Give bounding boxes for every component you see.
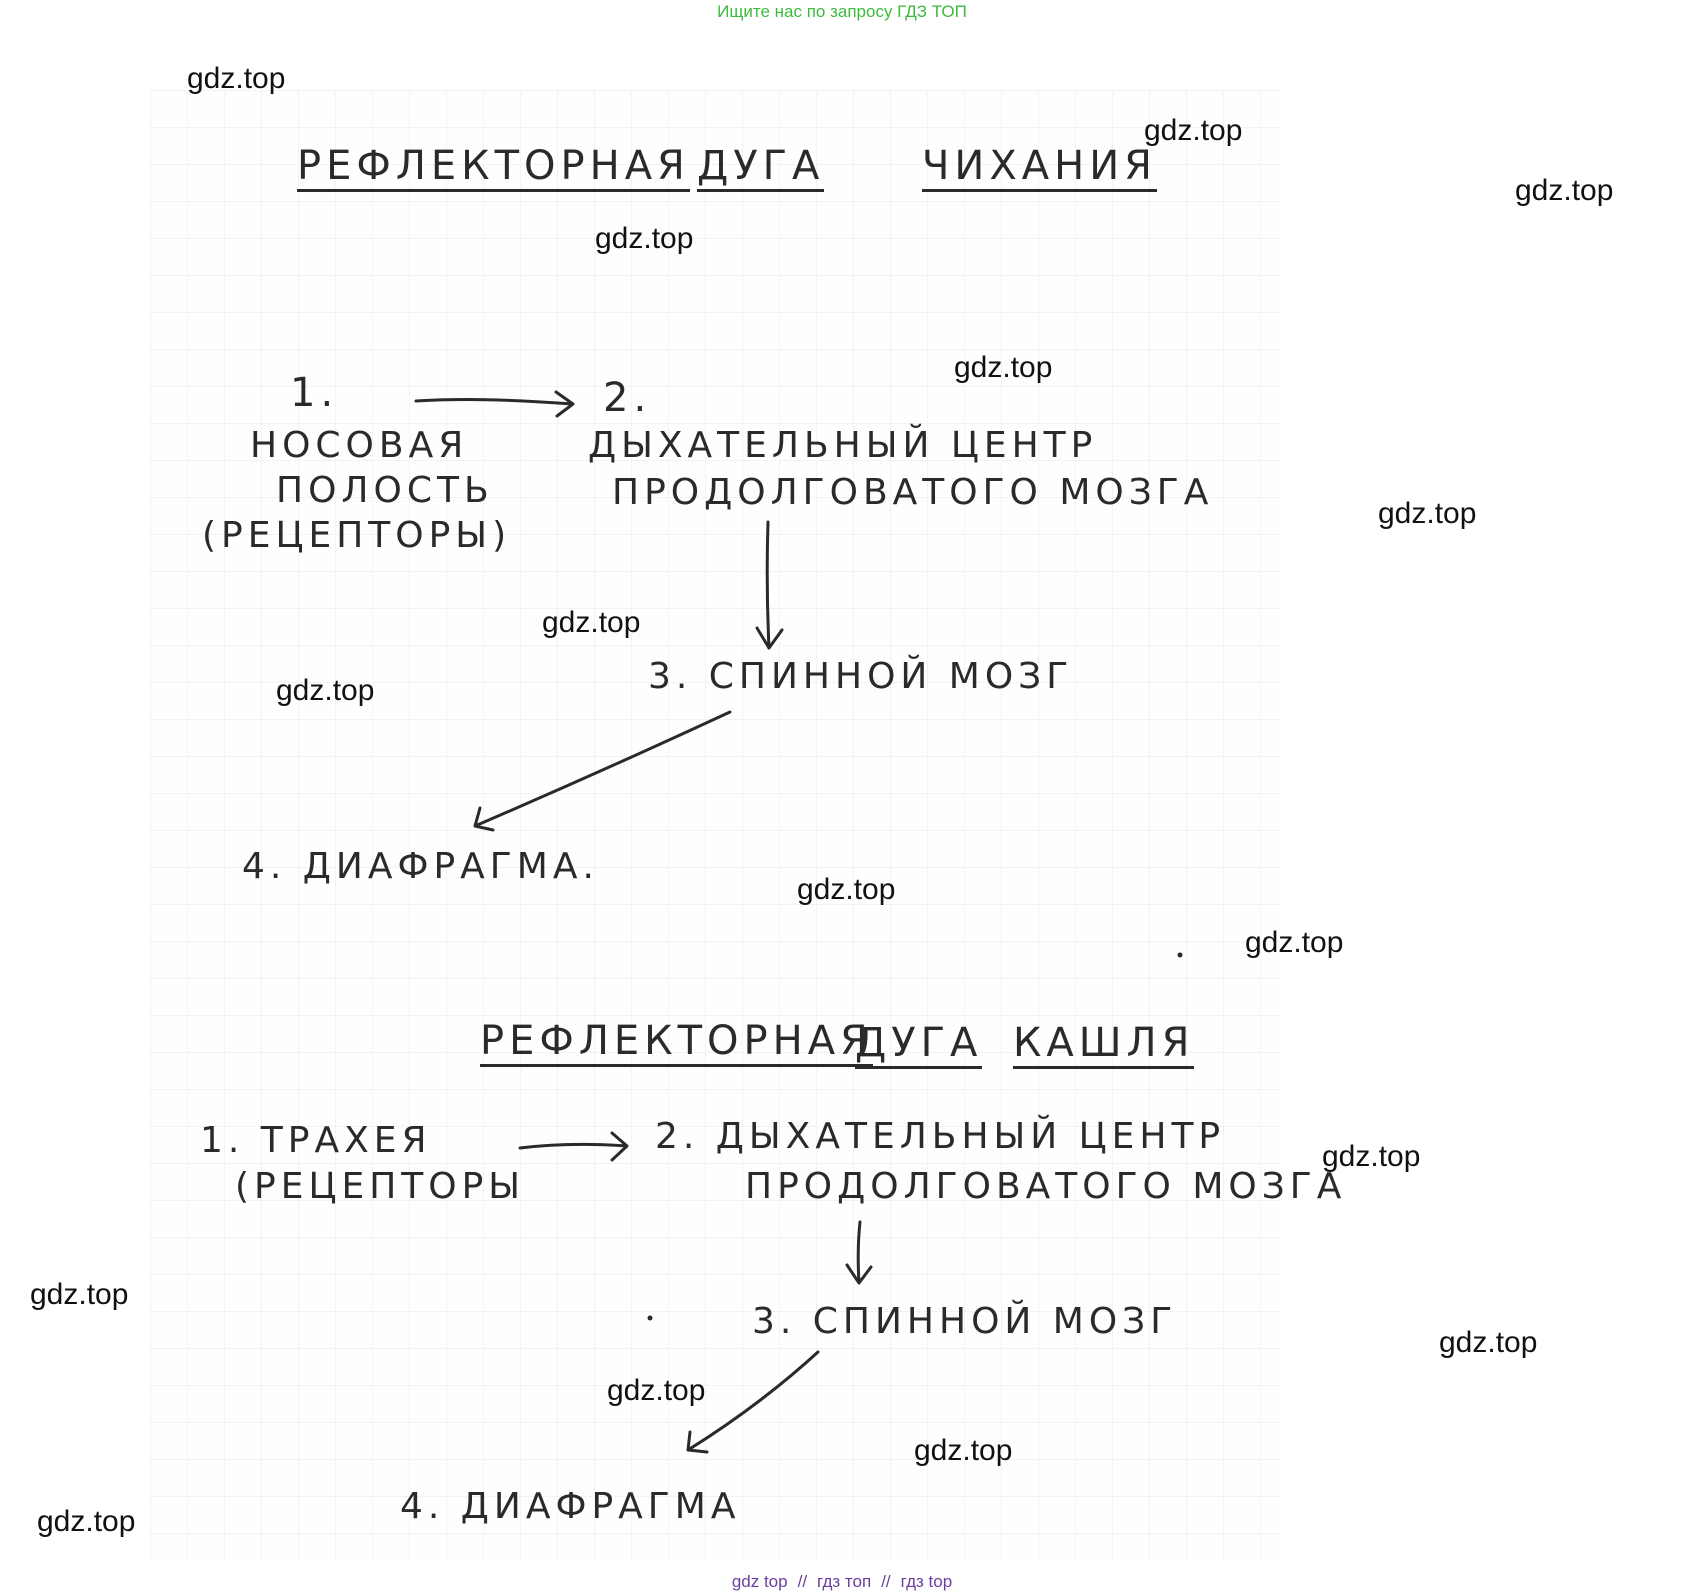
diagram1-step4: 4. ДИАФРАГМА. (242, 846, 599, 887)
diagram2-step2-line2: ПРОДОЛГОВАТОГО МОЗГА (745, 1166, 1347, 1207)
diagram1-step2-line1: ДЫХАТЕЛЬНЫЙ ЦЕНТР (588, 425, 1098, 466)
diagram2-step1-line1: 1. ТРАХЕЯ (200, 1120, 432, 1161)
diagram1-step1-line1: НОСОВАЯ (250, 425, 469, 466)
diagram1-step2-number: 2. (603, 375, 652, 421)
watermark: gdz.top (37, 1505, 136, 1538)
footer-separator: // (797, 1572, 808, 1591)
watermark: gdz.top (914, 1434, 1013, 1467)
footer-link-gdz-top-ru[interactable]: гдз топ (817, 1572, 872, 1591)
watermark: gdz.top (30, 1278, 129, 1311)
pen-dot (647, 1315, 653, 1321)
diagram2-title-word2: ДУГА (855, 1022, 983, 1069)
watermark: gdz.top (187, 62, 286, 95)
diagram1-step2-line2: ПРОДОЛГОВАТОГО МОЗГА (612, 472, 1214, 513)
arrow2-2-to-3 (845, 1220, 873, 1285)
pen-dot (1177, 952, 1183, 958)
watermark: gdz.top (1439, 1326, 1538, 1359)
watermark: gdz.top (797, 873, 896, 906)
watermark: gdz.top (607, 1374, 706, 1407)
diagram1-title-word2: ДУГА (697, 145, 825, 192)
watermark: gdz.top (954, 351, 1053, 384)
watermark: gdz.top (542, 606, 641, 639)
diagram2-title-word3: КАШЛЯ (1013, 1022, 1195, 1069)
watermark: gdz.top (1378, 497, 1477, 530)
diagram2-step3: 3. СПИННОЙ МОЗГ (752, 1301, 1178, 1342)
diagram2-title-word1: РЕФЛЕКТОРНАЯ (480, 1020, 873, 1067)
watermark: gdz.top (1144, 114, 1243, 147)
diagram1-title-word3: ЧИХАНИЯ (922, 145, 1157, 192)
arrow-2-to-3 (755, 520, 784, 650)
footer-link-gdz-top[interactable]: gdz top (731, 1572, 788, 1591)
notebook-page (150, 90, 1280, 1560)
arrow2-1-to-2 (518, 1131, 629, 1162)
diagram1-step1-line3: (РЕЦЕПТОРЫ) (202, 515, 512, 556)
watermark: gdz.top (1245, 926, 1344, 959)
diagram1-step3: 3. СПИННОЙ МОЗГ (648, 656, 1074, 697)
watermark: gdz.top (1515, 174, 1614, 207)
diagram2-step4: 4. ДИАФРАГМА (400, 1486, 741, 1527)
footer-separator: // (881, 1572, 891, 1591)
watermark: gdz.top (1322, 1140, 1421, 1173)
footer-link-gdz-top-mixed[interactable]: гдз top (900, 1572, 953, 1591)
footer-links: gdz top // гдз топ // гдз top (0, 1572, 1684, 1592)
diagram2-step2-line1: 2. ДЫХАТЕЛЬНЫЙ ЦЕНТР (655, 1116, 1226, 1157)
arrow-3-to-4 (473, 710, 732, 832)
watermark: gdz.top (595, 222, 694, 255)
diagram2-step1-line2: (РЕЦЕПТОРЫ (235, 1166, 526, 1207)
diagram1-step1-number: 1. (290, 370, 339, 416)
diagram1-title-word1: РЕФЛЕКТОРНАЯ (297, 145, 690, 192)
top-search-banner[interactable]: Ищите нас по запросу ГДЗ ТОП (717, 2, 967, 21)
arrow2-3-to-4 (686, 1350, 820, 1454)
watermark: gdz.top (276, 674, 375, 707)
diagram1-step1-line2: ПОЛОСТЬ (276, 470, 494, 511)
arrow-1-to-2 (414, 390, 575, 418)
